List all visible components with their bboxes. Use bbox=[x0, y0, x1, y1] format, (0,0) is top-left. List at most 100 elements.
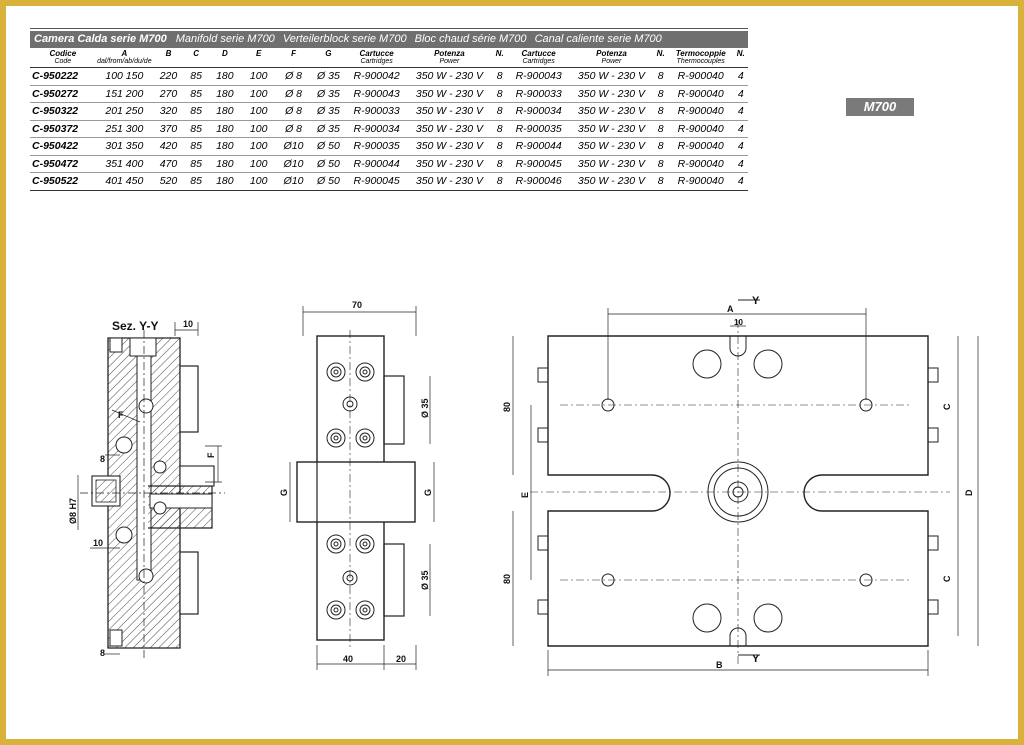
column-header-label: E bbox=[256, 49, 262, 58]
dim-label: G bbox=[279, 489, 289, 496]
plan-view bbox=[512, 299, 979, 676]
table-cell: Ø 35 bbox=[317, 122, 340, 135]
table-cell: 8 bbox=[657, 175, 664, 188]
table-cell: R-900045 bbox=[353, 175, 400, 188]
table-cell: Ø 8 bbox=[285, 87, 303, 100]
table-cell: 180 bbox=[216, 122, 234, 135]
dim-label: Ø 35 bbox=[420, 398, 430, 418]
dim-label: 80 bbox=[502, 402, 512, 412]
table-cell: 100 bbox=[249, 122, 268, 135]
product-code-cell: C-950422 bbox=[32, 140, 79, 153]
section-marker: Y bbox=[752, 295, 760, 307]
column-header-label: N. bbox=[495, 49, 504, 58]
product-code-cell: C-950522 bbox=[32, 175, 79, 188]
table-cell: R-900042 bbox=[353, 70, 400, 83]
table-cell: 4 bbox=[737, 157, 744, 170]
table-cell: R-900043 bbox=[515, 70, 562, 83]
table-cell: 85 bbox=[190, 157, 202, 170]
table-cell: 180 bbox=[216, 105, 234, 118]
table-cell: 8 bbox=[496, 105, 503, 118]
table-cell: R-900035 bbox=[515, 122, 562, 135]
table-cell: 520 bbox=[159, 175, 178, 188]
table-cell: 350 W - 230 V bbox=[415, 87, 483, 100]
table-cell: R-900045 bbox=[515, 157, 562, 170]
title-es: Canal caliente serie M700 bbox=[534, 33, 662, 45]
table-cell: 350 W - 230 V bbox=[415, 70, 483, 83]
table-cell: Ø 35 bbox=[317, 105, 340, 118]
table-cell: R-900033 bbox=[353, 105, 400, 118]
table-cell: 8 bbox=[657, 122, 664, 135]
table-cell: R-900040 bbox=[677, 175, 724, 188]
table-cell: R-900035 bbox=[353, 140, 400, 153]
table-cell: Ø10 bbox=[283, 140, 304, 153]
table-cell: 401 450 bbox=[105, 175, 144, 188]
column-header-label: Potenza bbox=[596, 49, 627, 58]
dim-label: C bbox=[942, 403, 952, 410]
table-cell: 4 bbox=[737, 122, 744, 135]
dim-label: F bbox=[206, 452, 216, 458]
table-cell: Ø 50 bbox=[317, 157, 340, 170]
column-header: E bbox=[241, 48, 276, 68]
column-header: N. bbox=[734, 48, 749, 68]
dim-label: 10 bbox=[183, 319, 193, 329]
table-cell: 350 W - 230 V bbox=[415, 122, 483, 135]
front-view bbox=[289, 306, 435, 670]
table-cell: 350 W - 230 V bbox=[577, 105, 646, 118]
table-cell: R-900033 bbox=[515, 87, 562, 100]
table-cell: 350 W - 230 V bbox=[577, 70, 646, 83]
column-header: N. bbox=[654, 48, 668, 68]
section-view bbox=[77, 322, 225, 660]
dim-label: 10 bbox=[734, 318, 743, 327]
table-cell: 350 W - 230 V bbox=[415, 175, 483, 188]
column-header-label: F bbox=[291, 49, 296, 58]
column-header-label: N. bbox=[736, 49, 745, 58]
table-cell: R-900040 bbox=[677, 87, 724, 100]
table-cell: Ø 50 bbox=[317, 175, 340, 188]
table-cell: 350 W - 230 V bbox=[577, 140, 646, 153]
column-header: G bbox=[311, 48, 346, 68]
table-cell: 100 bbox=[249, 70, 268, 83]
column-header-label: N. bbox=[656, 49, 665, 58]
section-marker: Y bbox=[752, 653, 760, 665]
table-cell: 100 bbox=[249, 105, 268, 118]
product-code-cell: C-950272 bbox=[32, 87, 79, 100]
table-cell: 4 bbox=[737, 87, 744, 100]
table-cell: 370 bbox=[159, 122, 178, 135]
table-cell: Ø10 bbox=[283, 157, 304, 170]
table-cell: 420 bbox=[159, 140, 178, 153]
table-cell: 4 bbox=[737, 70, 744, 83]
column-header-label: C bbox=[193, 49, 200, 58]
table-cell: 180 bbox=[216, 175, 234, 188]
table-cell: 85 bbox=[190, 105, 202, 118]
column-header-sublabel: dal/from/ab/du/de bbox=[97, 58, 152, 65]
column-header-label: Cartucce bbox=[359, 49, 394, 58]
table-cell: R-900040 bbox=[677, 140, 724, 153]
table-cell: 350 W - 230 V bbox=[577, 122, 646, 135]
column-header: N. bbox=[491, 48, 507, 68]
column-header-sublabel: Cartridges bbox=[360, 58, 393, 65]
column-header-label: Cartucce bbox=[521, 49, 556, 58]
table-cell: Ø 8 bbox=[285, 70, 303, 83]
table-cell: 320 bbox=[159, 105, 178, 118]
table-cell: Ø 35 bbox=[317, 70, 340, 83]
table-cell: 301 350 bbox=[105, 140, 144, 153]
table-cell: 100 150 bbox=[105, 70, 144, 83]
table-cell: 350 W - 230 V bbox=[577, 87, 646, 100]
table-cell: 8 bbox=[657, 157, 664, 170]
table-cell: 350 W - 230 V bbox=[415, 157, 483, 170]
table-cell: 8 bbox=[657, 105, 664, 118]
table-cell: 180 bbox=[216, 140, 234, 153]
dim-label: E bbox=[520, 492, 530, 498]
dim-label: A bbox=[727, 304, 734, 314]
column-header-label: D bbox=[221, 49, 228, 58]
title-de: Verteilerblock serie M700 bbox=[282, 33, 407, 45]
table-cell: 180 bbox=[216, 87, 234, 100]
column-header-label: Potenza bbox=[434, 49, 465, 58]
column-header-sublabel: Power bbox=[601, 58, 622, 65]
